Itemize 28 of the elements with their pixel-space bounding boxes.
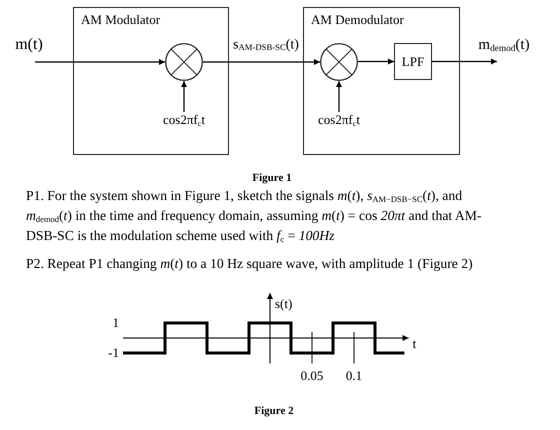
arrow bbox=[181, 81, 187, 112]
modulator-box bbox=[73, 7, 229, 155]
figure-caption: Figure 2 bbox=[254, 405, 294, 418]
carrier-label: cos2πf$_{c}$t bbox=[163, 112, 205, 128]
demodulator-box bbox=[303, 7, 460, 155]
tick-label: 0.1 bbox=[346, 368, 362, 383]
problem-text: P1. For the system shown in Figure 1, sketch the signals m(t), s$_{AM−DSB−SC}$(t), and m$_{demod}$(t) in the time and frequency domain, assuming m(t) = cos 20πt and that AM-DSB-SC is the modulation scheme used with f$_{c}$ = 100Hz bbox=[26, 187, 482, 246]
problem-text: P2. Repeat P1 changing m(t) to a 10 Hz square wave, with amplitude 1 (Figure 2) bbox=[26, 255, 474, 273]
axis-label: s(t) bbox=[275, 297, 292, 312]
signal-label: m$_{demod}$(t) bbox=[477, 36, 531, 54]
carrier-label: cos2πf$_{c}$t bbox=[318, 112, 360, 128]
arrow bbox=[203, 59, 320, 65]
tick-label: 1 bbox=[112, 316, 119, 330]
filter-box: LPF bbox=[394, 43, 432, 80]
signal-label: s$_{AM-DSB-SC}$(t) bbox=[232, 37, 300, 53]
figure-caption: Figure 1 bbox=[252, 172, 292, 186]
multiplier-circle bbox=[165, 43, 203, 81]
tick-label: -1 bbox=[108, 346, 119, 360]
tick-label: 0.05 bbox=[300, 368, 324, 383]
block-title: AM Demodulator bbox=[311, 12, 404, 28]
axis-label: t bbox=[412, 337, 416, 352]
arrow bbox=[358, 58, 394, 64]
arrow bbox=[35, 59, 165, 65]
signal-label: m(t) bbox=[14, 36, 44, 54]
block-title: AM Modulator bbox=[81, 12, 160, 28]
arrow bbox=[336, 81, 342, 112]
arrow bbox=[432, 58, 497, 64]
multiplier-circle bbox=[320, 43, 358, 81]
